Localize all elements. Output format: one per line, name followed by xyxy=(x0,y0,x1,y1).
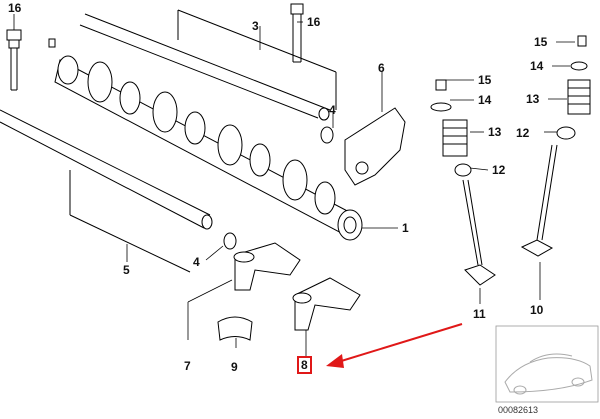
callout-15-middle: 15 xyxy=(478,73,492,87)
dowel-pin-icon xyxy=(48,38,56,48)
valve-assembly-middle-icon xyxy=(430,79,496,286)
camshaft-icon xyxy=(54,55,363,241)
ring-upper-icon xyxy=(320,126,334,144)
callout-5: 5 xyxy=(123,263,130,277)
callout-11: 11 xyxy=(473,307,486,321)
callout-12-middle: 12 xyxy=(492,163,506,177)
rocker-arm-7-icon xyxy=(233,242,301,291)
bolt-right-icon xyxy=(290,3,304,63)
callout-1: 1 xyxy=(402,221,409,235)
callout-14-right: 14 xyxy=(530,59,544,73)
ring-lower-icon xyxy=(223,232,237,250)
callout-14-middle: 14 xyxy=(478,93,492,107)
bolt-left-icon xyxy=(6,29,22,91)
diagram-number: 00082613 xyxy=(498,405,539,415)
leader-lines xyxy=(13,14,575,356)
callout-4-lower: 4 xyxy=(193,255,200,269)
rocker-shaft-upper-icon xyxy=(79,9,337,121)
callout-16-left: 16 xyxy=(8,1,22,15)
callout-3: 3 xyxy=(252,19,259,33)
callout-4-upper: 4 xyxy=(329,103,336,117)
bushing-9-icon xyxy=(217,316,253,341)
callout-8-highlighted: 8 xyxy=(297,356,312,374)
callout-10: 10 xyxy=(530,303,544,317)
rocker-arm-6-icon xyxy=(344,107,406,186)
rocker-shaft-lower-icon xyxy=(0,109,213,273)
callout-12-right: 12 xyxy=(516,126,530,140)
callout-9: 9 xyxy=(231,360,238,374)
vehicle-thumbnail-icon xyxy=(495,325,599,403)
callout-16-right: 16 xyxy=(307,15,321,29)
highlight-arrow-icon xyxy=(326,323,463,368)
callout-6: 6 xyxy=(378,61,385,75)
callout-7: 7 xyxy=(184,359,191,373)
rocker-arm-8-icon xyxy=(292,277,361,331)
callout-15-right: 15 xyxy=(534,35,548,49)
callout-13-right: 13 xyxy=(526,92,540,106)
valve-assembly-right-icon xyxy=(520,35,591,257)
callout-13-middle: 13 xyxy=(488,125,502,139)
